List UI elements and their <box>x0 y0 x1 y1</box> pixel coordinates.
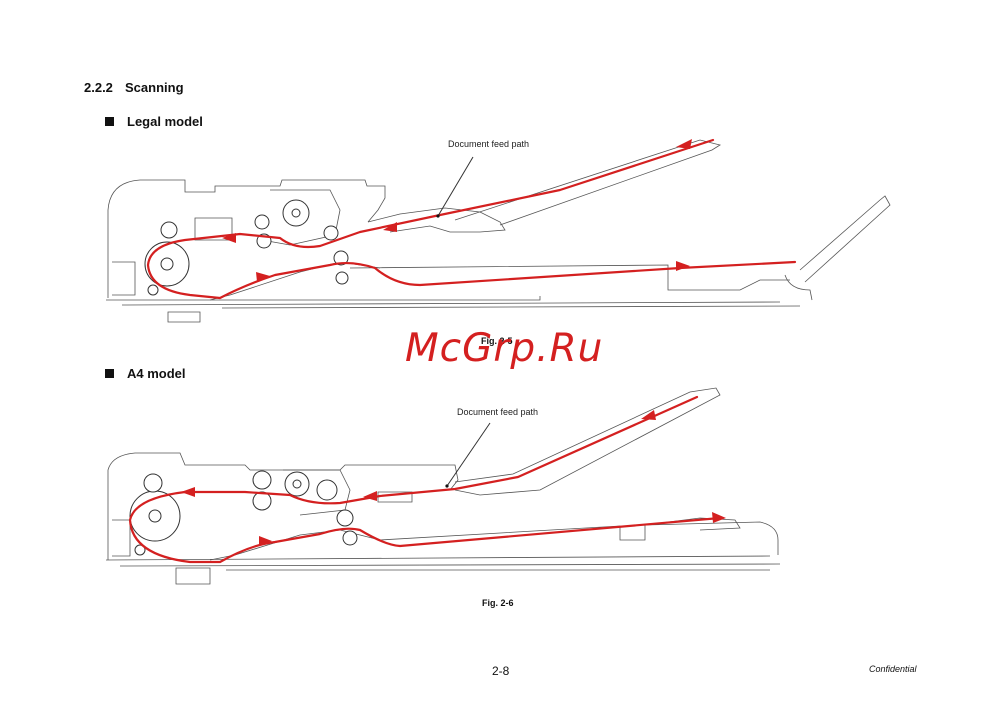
page-number: 2-8 <box>492 664 510 678</box>
a4-figure-caption: Fig. 2-6 <box>482 598 514 608</box>
feed-path <box>146 138 797 300</box>
bottom-roller <box>147 284 159 296</box>
exit-roller-lower <box>335 271 349 285</box>
square-bullet-icon <box>105 117 114 126</box>
scanner-housing-outline <box>106 139 891 323</box>
exit-roller-lower <box>342 530 358 546</box>
arrow-icon <box>256 272 270 282</box>
feed-path-line <box>128 395 722 564</box>
pickup-roller <box>254 214 270 230</box>
callout-dot <box>436 214 440 218</box>
top-roller <box>160 221 178 239</box>
arrow-icon <box>259 536 272 546</box>
section-number: 2.2.2 <box>84 80 113 95</box>
legal-model-heading-text: Legal model <box>127 114 203 129</box>
square-bullet-icon <box>105 369 114 378</box>
feed-path <box>128 395 726 564</box>
legal-model-heading: Legal model <box>105 114 203 129</box>
watermark: McGrp.Ru <box>405 326 604 371</box>
legal-figure-caption: Fig. 2-5 <box>481 336 513 346</box>
feed-roller <box>323 225 339 241</box>
arrow-icon <box>363 491 377 501</box>
drive-gear-hub <box>291 208 301 218</box>
rollers <box>129 470 358 556</box>
arrow-icon <box>676 261 690 271</box>
separation-roller <box>252 491 272 511</box>
confidential-label: Confidential <box>869 664 917 674</box>
legal-feed-path-callout: Document feed path <box>448 139 530 149</box>
scanner-housing-outline <box>105 387 781 585</box>
arrow-icon <box>641 410 656 420</box>
a4-model-heading: A4 model <box>105 366 186 381</box>
rollers <box>144 199 349 296</box>
a4-model-diagram <box>105 387 781 585</box>
exit-roller-upper <box>333 250 349 266</box>
a4-feed-path-callout: Document feed path <box>457 407 539 417</box>
section-name: Scanning <box>125 80 184 95</box>
section-title: 2.2.2 Scanning <box>84 80 184 95</box>
bottom-roller <box>134 544 146 556</box>
top-roller <box>143 473 163 493</box>
arrow-icon <box>222 233 236 243</box>
arrow-icon <box>383 222 397 232</box>
drum-hub <box>160 257 174 271</box>
feed-path-line <box>146 138 797 300</box>
pickup-roller <box>252 470 272 490</box>
arrow-icon <box>181 487 195 497</box>
drive-gear-hub <box>292 479 302 489</box>
callout-leader-line <box>446 422 491 487</box>
exit-roller-upper <box>336 509 354 527</box>
feed-roller <box>316 479 338 501</box>
legal-model-diagram <box>106 138 891 323</box>
arrow-icon <box>712 512 726 523</box>
callout-leader-line <box>437 156 474 217</box>
arrow-icon <box>676 139 692 149</box>
a4-model-heading-text: A4 model <box>127 366 186 381</box>
callout-dot <box>445 484 449 488</box>
drum-hub <box>148 509 162 523</box>
